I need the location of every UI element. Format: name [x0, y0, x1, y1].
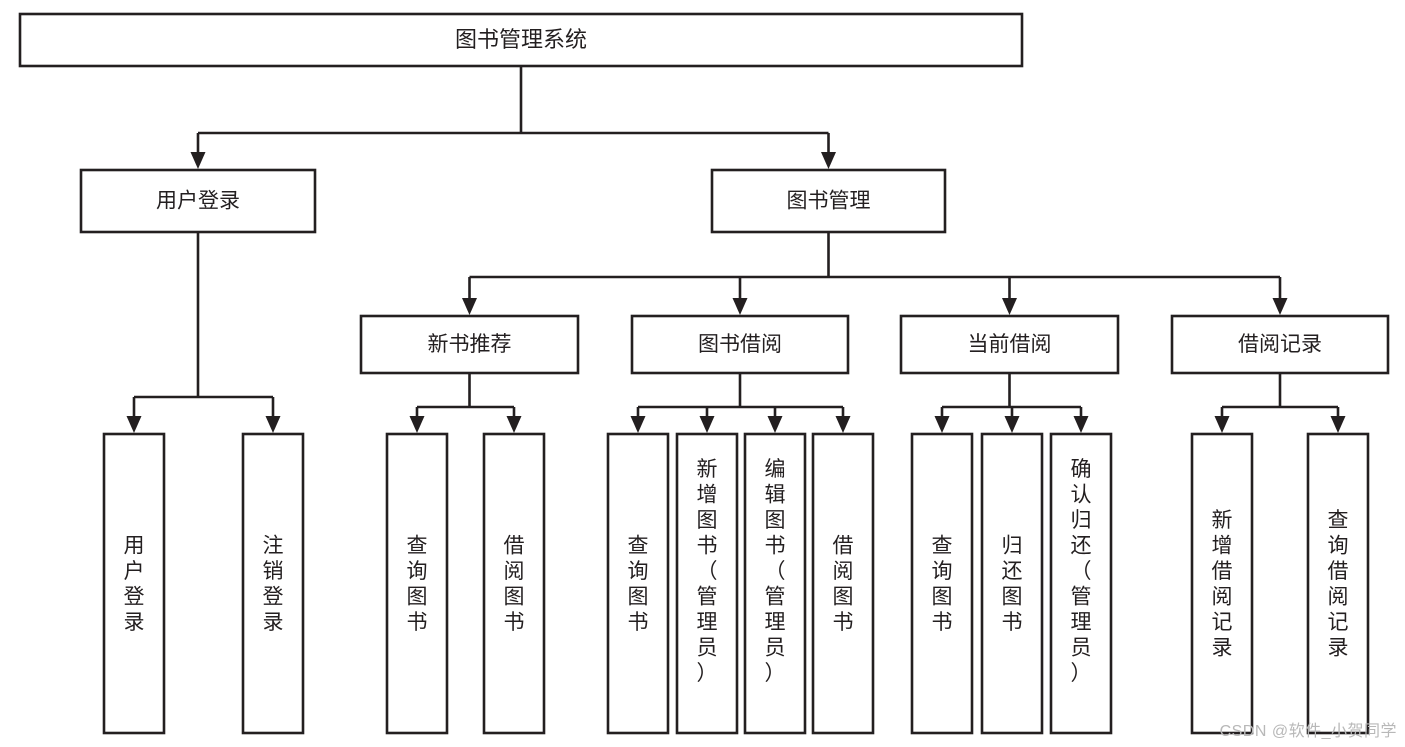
node-leaf-rec-query[interactable]: 查询图书 [385, 432, 449, 735]
node-leaf-cur-query[interactable]: 查询图书 [910, 432, 974, 735]
node-label: 用户登录 [156, 190, 240, 213]
connector-group-book-manage [462, 232, 1288, 315]
node-leaf-cur-confirm[interactable]: 确认归还（管理员） [1049, 432, 1113, 735]
node-leaf-user-logout[interactable]: 注销登录 [241, 432, 305, 735]
node-leaf-cur-return[interactable]: 归还图书 [980, 432, 1044, 735]
node-label: 编辑图书（管理员） [765, 458, 786, 685]
node-label: 新增借阅记录 [1212, 509, 1233, 660]
node-leaf-borrow-query[interactable]: 查询图书 [606, 432, 670, 735]
node-current-loan[interactable]: 当前借阅 [899, 314, 1120, 375]
node-leaf-book-edit[interactable]: 编辑图书（管理员） [743, 432, 807, 735]
node-leaf-book-add[interactable]: 新增图书（管理员） [675, 432, 739, 735]
node-label: 图书管理 [787, 190, 871, 213]
connector-group-loan-record [1214, 373, 1346, 433]
connector-group-root [190, 66, 836, 169]
connector-group-book-borrow [630, 373, 851, 433]
node-label: 图书借阅 [698, 333, 782, 356]
node-root[interactable]: 图书管理系统 [18, 12, 1024, 68]
node-leaf-rec-borrow[interactable]: 借阅图书 [482, 432, 546, 735]
node-leaf-record-query[interactable]: 查询借阅记录 [1306, 432, 1370, 735]
node-label: 查询图书 [628, 534, 649, 634]
node-label: 新增图书（管理员） [697, 458, 718, 685]
node-leaf-user-login[interactable]: 用户登录 [102, 432, 166, 735]
connector-layer [126, 66, 1346, 433]
connector-group-current-loan [934, 373, 1089, 433]
node-book-manage[interactable]: 图书管理 [710, 168, 947, 234]
connector-group-user-login [126, 232, 281, 433]
node-user-login[interactable]: 用户登录 [79, 168, 317, 234]
node-leaf-book-borrow[interactable]: 借阅图书 [811, 432, 875, 735]
node-label: 新书推荐 [428, 333, 512, 356]
node-label: 借阅记录 [1238, 333, 1322, 356]
node-new-book-rec[interactable]: 新书推荐 [359, 314, 580, 375]
node-label: 归还图书 [1002, 534, 1023, 634]
node-label: 用户登录 [124, 534, 145, 634]
node-label: 确认归还（管理员） [1071, 458, 1092, 685]
node-label: 借阅图书 [504, 534, 525, 634]
node-label: 查询图书 [407, 534, 428, 634]
node-book-borrow[interactable]: 图书借阅 [630, 314, 850, 375]
node-leaf-record-add[interactable]: 新增借阅记录 [1190, 432, 1254, 735]
connector-group-new-book-rec [409, 373, 522, 433]
node-label: 借阅图书 [833, 534, 854, 634]
node-label: 注销登录 [263, 534, 284, 634]
node-layer: 图书管理系统用户登录图书管理新书推荐图书借阅当前借阅借阅记录用户登录注销登录查询… [18, 12, 1390, 735]
node-label: 图书管理系统 [455, 27, 587, 52]
node-label: 当前借阅 [968, 333, 1052, 356]
node-label: 查询图书 [932, 534, 953, 634]
node-label: 查询借阅记录 [1328, 509, 1349, 660]
node-loan-record[interactable]: 借阅记录 [1170, 314, 1390, 375]
